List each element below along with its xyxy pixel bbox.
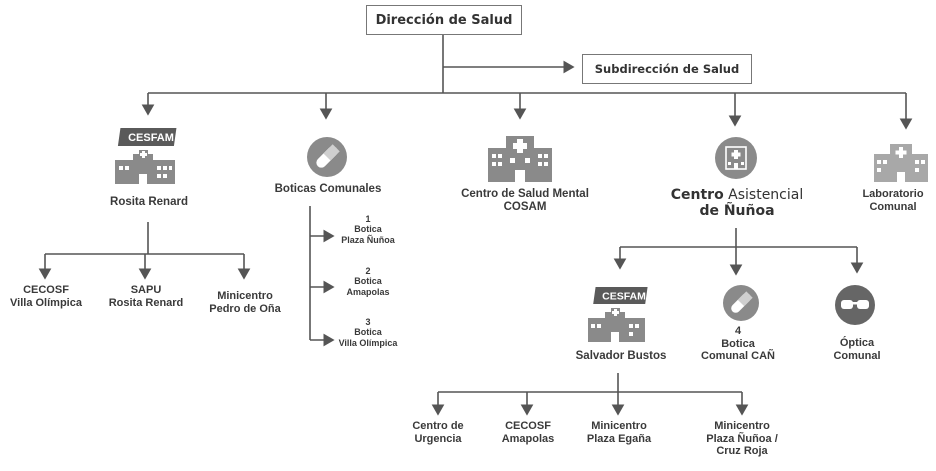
minicentro-nunoa-line2: Plaza Ñuñoa / [706, 432, 778, 445]
cecosf-villa-line1: CECOSF [23, 284, 69, 296]
botica-item-3-num: 3 [365, 317, 371, 327]
cesfam-rosita-badge: CESFAM [128, 132, 174, 144]
can-line1-bold: Centro [670, 187, 724, 203]
botica-item-3-line2: Villa Olímpica [338, 337, 398, 348]
botica-4-line2: Comunal CAÑ [701, 350, 775, 363]
cecosf-amapolas-line1: CECOSF [505, 420, 551, 432]
botica-item-1-line1: Botica [354, 224, 382, 235]
sapu-rosita-renard: SAPU Rosita Renard [96, 284, 196, 309]
direccion-salud-box: Dirección de Salud [366, 5, 522, 35]
pill-icon-botica-4 [723, 285, 759, 321]
cesfam-salvador-icon: CESFAM [588, 287, 648, 342]
botica-item-2-num: 2 [365, 266, 371, 276]
optica-comunal: Óptica Comunal [816, 337, 898, 362]
cecosf-amapolas: CECOSF Amapolas [486, 420, 570, 445]
cosam-line1: Centro de Salud Mental [461, 188, 589, 200]
botica-4-num: 4 [734, 325, 742, 337]
subdireccion-salud-box: Subdirección de Salud [582, 54, 752, 84]
minicentro-nunoa-line1: Minicentro [714, 420, 770, 432]
minicentro-nunoa-line3: Cruz Roja [716, 445, 768, 458]
laboratorio-label: Laboratorio Comunal [850, 188, 936, 213]
subdireccion-salud-label: Subdirección de Salud [594, 62, 740, 76]
sapu-line1: SAPU [130, 284, 162, 296]
botica-4-line1: Botica [721, 337, 755, 350]
minicentro-pedro-line1: Minicentro [217, 290, 273, 302]
minicentro-egana-line2: Plaza Egaña [586, 432, 652, 445]
glasses-icon [835, 285, 875, 325]
botica-item-2-line1: Botica [354, 276, 382, 287]
can-line2: de Ñuñoa [699, 203, 775, 220]
laboratory-building-icon [874, 144, 928, 182]
laboratorio-line2: Comunal [869, 200, 917, 213]
botica-4: 4 Botica Comunal CAÑ [690, 325, 786, 363]
optica-line1: Óptica [839, 337, 875, 349]
cosam-label: Centro de Salud Mental COSAM [440, 188, 610, 214]
can-label: Centro Asistencial de Ñuñoa [654, 187, 820, 219]
minicentro-plaza-egana: Minicentro Plaza Egaña [574, 420, 664, 445]
botica-item-1: 1 Botica Plaza Ñuñoa [330, 214, 406, 245]
minicentro-pedro-de-ona: Minicentro Pedro de Oña [196, 290, 294, 315]
centro-urgencia-line2: Urgencia [414, 432, 462, 445]
minicentro-pedro-line2: Pedro de Oña [209, 302, 281, 315]
cesfam-salvador-badge: CESFAM [602, 291, 646, 303]
botica-item-1-line2: Plaza Ñuñoa [341, 234, 395, 245]
cosam-line2: COSAM [503, 201, 547, 214]
minicentro-plaza-nunoa-cruz-roja: Minicentro Plaza Ñuñoa / Cruz Roja [682, 420, 802, 458]
laboratorio-line1: Laboratorio [862, 188, 924, 200]
pill-icon [307, 137, 347, 177]
cesfam-rosita-icon: CESFAM [115, 128, 177, 184]
botica-item-2: 2 Botica Amapolas [330, 266, 406, 297]
centro-urgencia-line1: Centro de [412, 420, 464, 432]
minicentro-egana-line1: Minicentro [591, 420, 647, 432]
centro-de-urgencia: Centro de Urgencia [394, 420, 482, 445]
cecosf-amapolas-line2: Amapolas [501, 432, 555, 445]
direccion-salud-label: Dirección de Salud [375, 12, 513, 28]
optica-line2: Comunal [833, 349, 881, 362]
salvador-bustos-label: Salvador Bustos [575, 350, 667, 362]
botica-item-3: 3 Botica Villa Olímpica [326, 317, 410, 348]
rosita-renard-label: Rosita Renard [110, 196, 188, 208]
can-line1-rest: Asistencial [723, 187, 804, 203]
hospital-building-icon [488, 136, 552, 182]
botica-item-1-num: 1 [365, 214, 371, 224]
cecosf-villa-line2: Villa Olímpica [10, 296, 82, 309]
cecosf-villa-olimpica: CECOSF Villa Olímpica [0, 284, 92, 309]
boticas-comunales-label: Boticas Comunales [274, 183, 382, 195]
hospital-circle-icon [715, 137, 757, 179]
botica-item-3-line1: Botica [354, 327, 382, 338]
sapu-line2: Rosita Renard [108, 296, 184, 309]
botica-item-2-line2: Amapolas [346, 286, 390, 297]
